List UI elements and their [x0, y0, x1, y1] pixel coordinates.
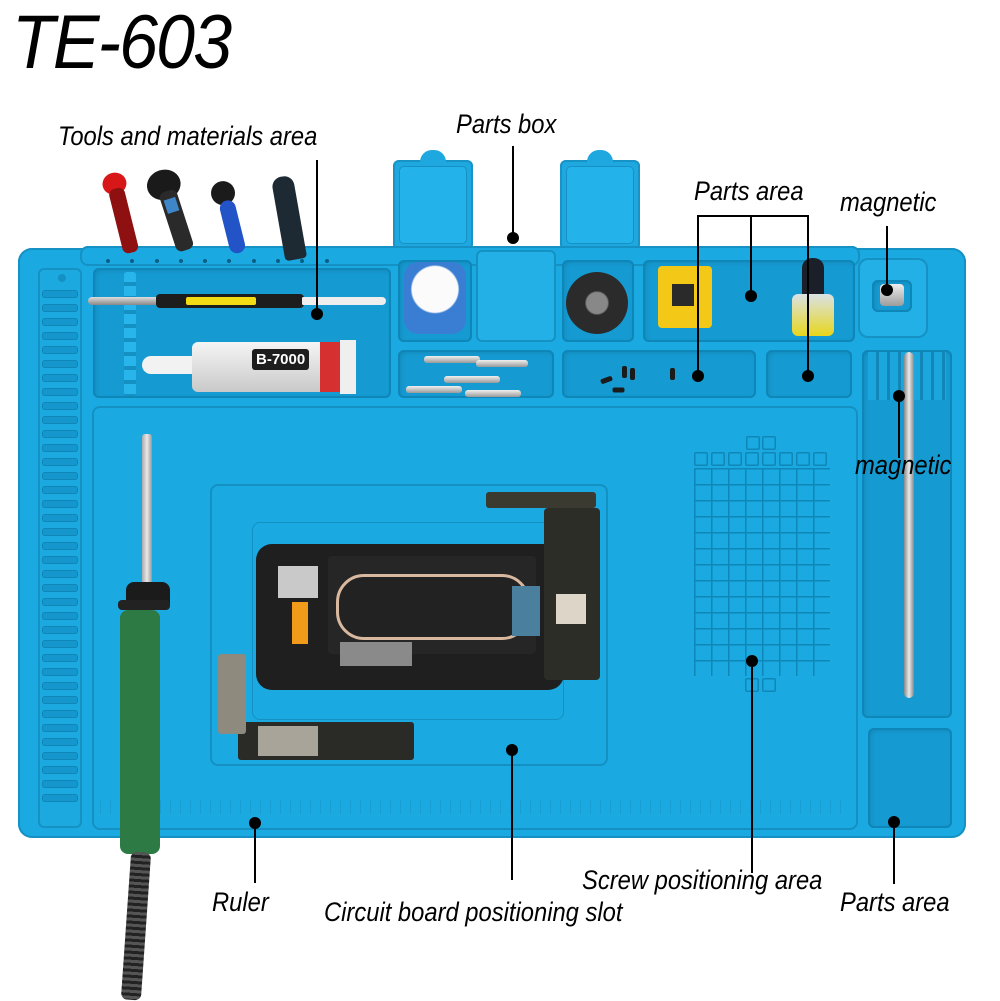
- tip-cleaner: [566, 272, 628, 334]
- callout-parts-area-top-bracket: [697, 215, 809, 217]
- callout-parts-area-top-right-leg: [807, 215, 809, 375]
- callout-ruler-label: Ruler: [212, 887, 269, 917]
- callout-magnetic-side-line: [898, 400, 900, 458]
- bottom-right-parts-well: [868, 728, 952, 828]
- callout-parts-box-dot: [507, 232, 519, 244]
- soldering-iron: [112, 434, 170, 1001]
- phone-motherboard-frame: [256, 544, 564, 690]
- callout-board-slot-label: Circuit board positioning slot: [324, 897, 623, 927]
- callout-ruler-line: [254, 823, 256, 883]
- pcb-right-flex: [486, 492, 596, 508]
- screw-grid-body: [694, 468, 830, 676]
- spudger-tool: [88, 294, 388, 308]
- callout-parts-box-label: Parts box: [456, 109, 557, 139]
- peg-column: [124, 272, 136, 396]
- callout-parts-area-top-label: Parts area: [694, 176, 804, 206]
- main-work-area: [92, 406, 858, 830]
- board-slot-outer: [210, 484, 608, 766]
- parts-box-lid-left: [393, 150, 473, 250]
- glue-tube: B-7000: [142, 340, 364, 396]
- ruler-bottom: [100, 800, 850, 814]
- callout-parts-area-top-dot-2: [692, 370, 704, 382]
- metal-spudger: [904, 352, 914, 698]
- magnetizer: [658, 266, 712, 328]
- callout-parts-area-top-dot-1: [745, 290, 757, 302]
- callout-parts-area-top-center: [750, 215, 752, 293]
- callout-tools-materials-line: [316, 160, 318, 312]
- callout-magnetic-top-dot: [881, 284, 893, 296]
- callout-parts-area-bottom-label: Parts area: [840, 887, 950, 917]
- callout-parts-area-top-left-leg: [697, 215, 699, 375]
- callout-parts-box-line: [512, 146, 514, 236]
- pcb-right: [544, 508, 600, 680]
- rib-strip: [38, 268, 82, 828]
- callout-screw-area-line: [751, 661, 753, 873]
- callout-magnetic-top-line: [886, 226, 888, 288]
- callout-tools-materials-dot: [311, 308, 323, 320]
- callout-tools-materials-label: Tools and materials area: [58, 121, 318, 151]
- glue-brand-label: B-7000: [252, 349, 310, 370]
- glue-bottle: [790, 258, 836, 338]
- parts-box: [476, 250, 556, 342]
- callout-parts-area-top-dot-3: [802, 370, 814, 382]
- callout-magnetic-top-label: magnetic: [840, 187, 937, 217]
- pcb-bottom: [238, 722, 414, 760]
- callout-parts-area-bottom-line: [893, 822, 895, 884]
- flux-jar: [404, 262, 466, 334]
- callout-board-slot-line: [511, 750, 513, 880]
- parts-box-lid-right: [560, 150, 640, 250]
- pcb-bottom-flex: [218, 654, 246, 734]
- callout-magnetic-side-label: magnetic: [855, 450, 952, 480]
- callout-magnetic-side-dot: [893, 390, 905, 402]
- product-title: TE-603: [12, 0, 232, 85]
- screws-well: [562, 350, 756, 398]
- callout-screw-area-label: Screw positioning area: [582, 865, 823, 895]
